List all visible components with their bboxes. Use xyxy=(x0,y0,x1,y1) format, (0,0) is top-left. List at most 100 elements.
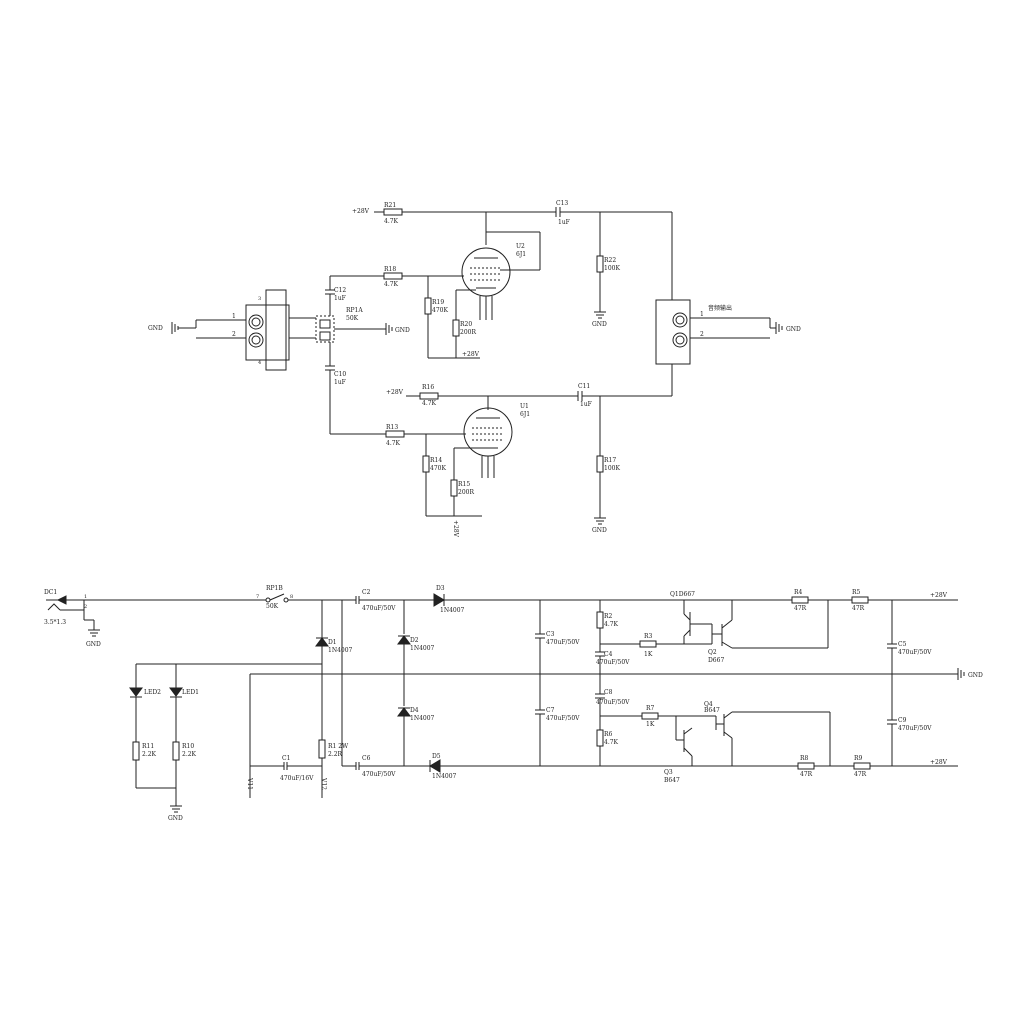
transistor-q3: Q3 B647 xyxy=(664,716,693,784)
r19-value: 470K xyxy=(432,307,448,314)
d2-label: D2 xyxy=(410,637,419,644)
dc1-value: 3.5*1.3 xyxy=(44,619,66,626)
output-jack: 12 音频输出 xyxy=(655,299,776,396)
diode-d5: D5 1N4007 xyxy=(429,753,958,780)
r22-label: R22 xyxy=(604,257,616,264)
d3-label: D3 xyxy=(436,585,445,592)
svg-text:4: 4 xyxy=(258,360,261,366)
d1-label: D1 xyxy=(328,639,337,646)
capacitor-c12: C12 1uF xyxy=(325,276,346,302)
r8-value: 47R xyxy=(800,771,813,778)
capacitor-c6: C6 470uF/50V xyxy=(342,755,430,778)
svg-text:1: 1 xyxy=(700,311,704,318)
r18-value: 4.7K xyxy=(384,281,399,288)
resistor-r15: R15 200R +28V xyxy=(450,447,478,538)
r3-value: 1K xyxy=(644,651,653,658)
d5-value: 1N4007 xyxy=(432,773,457,780)
c4-value: 470uF/50V xyxy=(596,659,630,666)
diode-d3: D3 1N4007 xyxy=(433,585,958,614)
transistor-q2: Q2 D667 xyxy=(708,600,829,664)
r11-label: R11 xyxy=(142,743,154,750)
ground-rail: GND V11 xyxy=(246,668,983,798)
r11-value: 2.2K xyxy=(142,751,157,758)
capacitor-c3: C3 470uF/50V xyxy=(535,600,580,674)
resistor-r1: R1 2W 2.2R V12 xyxy=(318,739,349,798)
plus28-label-top: +28V xyxy=(930,592,948,599)
r13-value: 4.7K xyxy=(386,440,401,447)
r19-label: R19 xyxy=(432,299,444,306)
c11-value: 1uF xyxy=(580,401,592,408)
svg-text:3: 3 xyxy=(258,296,261,302)
r20-label: R20 xyxy=(460,321,472,328)
c10-label: C10 xyxy=(334,371,346,378)
u2-label: U2 xyxy=(516,243,525,250)
capacitor-c7: C7 470uF/50V xyxy=(535,674,580,766)
ground-symbol-input: GND xyxy=(148,322,179,334)
led2-label: LED2 xyxy=(144,689,161,696)
capacitor-c4: C4 470uF/50V xyxy=(595,651,630,674)
output-label: 音频输出 xyxy=(708,304,732,312)
c9-value: 470uF/50V xyxy=(898,725,932,732)
r16-value: 4.7K xyxy=(422,400,437,407)
v12-label: V12 xyxy=(320,777,327,790)
q3-value: B647 xyxy=(664,777,680,784)
plus28-label-r21: +28V xyxy=(352,208,370,215)
plus28-label-u1: +28V xyxy=(452,520,459,538)
svg-text:1: 1 xyxy=(232,313,236,320)
c3-value: 470uF/50V xyxy=(546,639,580,646)
c6-value: 470uF/50V xyxy=(362,771,396,778)
u2-type: 6J1 xyxy=(516,251,526,258)
r8-label: R8 xyxy=(800,755,809,762)
rp1a-label: RP1A xyxy=(346,307,363,314)
capacitor-c8: C8 470uF/50V xyxy=(595,674,630,730)
r5-value: 47R xyxy=(852,605,865,612)
c1-value: 470uF/16V xyxy=(280,775,314,782)
c2-value: 470uF/50V xyxy=(362,605,396,612)
capacitor-c9: C9 470uF/50V xyxy=(887,674,932,766)
c5-label: C5 xyxy=(898,641,907,648)
resistor-r21: +28V R21 4.7K xyxy=(352,202,556,225)
svg-text:7: 7 xyxy=(256,594,259,600)
r10-value: 2.2K xyxy=(182,751,197,758)
diode-d1: D1 1N4007 xyxy=(315,600,353,740)
plus28-label-u2: +28V xyxy=(462,351,480,358)
u1-type: 6J1 xyxy=(520,411,530,418)
r4-label: R4 xyxy=(794,589,803,596)
c9-label: C9 xyxy=(898,717,907,724)
r21-label: R21 xyxy=(384,202,396,209)
resistor-r8: R8 47R xyxy=(797,755,815,778)
r22-value: 100K xyxy=(604,265,620,272)
r13-label: R13 xyxy=(386,424,398,431)
gnd-label-led: GND xyxy=(168,815,183,822)
vacuum-tube-u1: U1 6J1 xyxy=(463,396,530,478)
gnd-label-rail: GND xyxy=(968,672,983,679)
resistor-r20: R20 200R +28V xyxy=(452,289,480,358)
c11-label: C11 xyxy=(578,383,590,390)
capacitor-c1: C1 470uF/16V xyxy=(250,755,322,782)
c13-value: 1uF xyxy=(558,219,570,226)
r9-value: 47R xyxy=(854,771,867,778)
c8-label: C8 xyxy=(604,689,613,696)
rp1a-value: 50K xyxy=(346,315,359,322)
r17-value: 100K xyxy=(604,465,620,472)
input-jack: 34 12 xyxy=(178,289,316,371)
svg-text:8: 8 xyxy=(290,594,293,600)
r9-label: R9 xyxy=(854,755,863,762)
capacitor-c10: C10 1uF xyxy=(325,358,346,434)
resistor-r4: R4 47R xyxy=(791,589,809,612)
d5-label: D5 xyxy=(432,753,441,760)
resistor-r13: R13 4.7K xyxy=(330,424,466,447)
r3-label: R3 xyxy=(644,633,653,640)
r15-label: R15 xyxy=(458,481,470,488)
plus28-label-bottom: +28V xyxy=(930,759,948,766)
dc-jack-dc1: DC1 1 2 3.5*1.3 GND xyxy=(44,589,101,648)
c5-value: 470uF/50V xyxy=(898,649,932,656)
gnd-label-r22: GND xyxy=(592,321,607,328)
gnd-label-dc: GND xyxy=(86,641,101,648)
r20-value: 200R xyxy=(460,329,476,336)
ground-symbol-rp1: GND xyxy=(385,323,410,335)
r7-label: R7 xyxy=(646,705,655,712)
r2-value: 4.7K xyxy=(604,621,619,628)
q4-label: Q4 xyxy=(704,701,713,708)
